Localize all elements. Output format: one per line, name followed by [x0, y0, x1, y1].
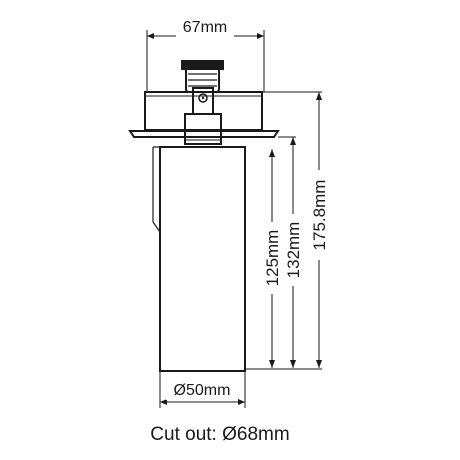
top-width-label: 67mm [183, 19, 227, 36]
height-total-dimension: 175.8mm [262, 91, 329, 368]
height-body-label: 125mm [263, 230, 282, 287]
height-mid-label: 132mm [284, 222, 303, 279]
cutout-label: Cut out: Ø68mm [150, 424, 289, 445]
top-width-dimension: 67mm [146, 18, 265, 92]
diameter-dimension: Ø50mm [159, 371, 246, 408]
height-mid-dimension: 132mm [278, 136, 303, 368]
height-body-dimension: 125mm [262, 149, 282, 368]
height-total-label: 175.8mm [310, 180, 329, 251]
diameter-label: Ø50mm [174, 382, 231, 399]
product-outline [128, 60, 280, 372]
